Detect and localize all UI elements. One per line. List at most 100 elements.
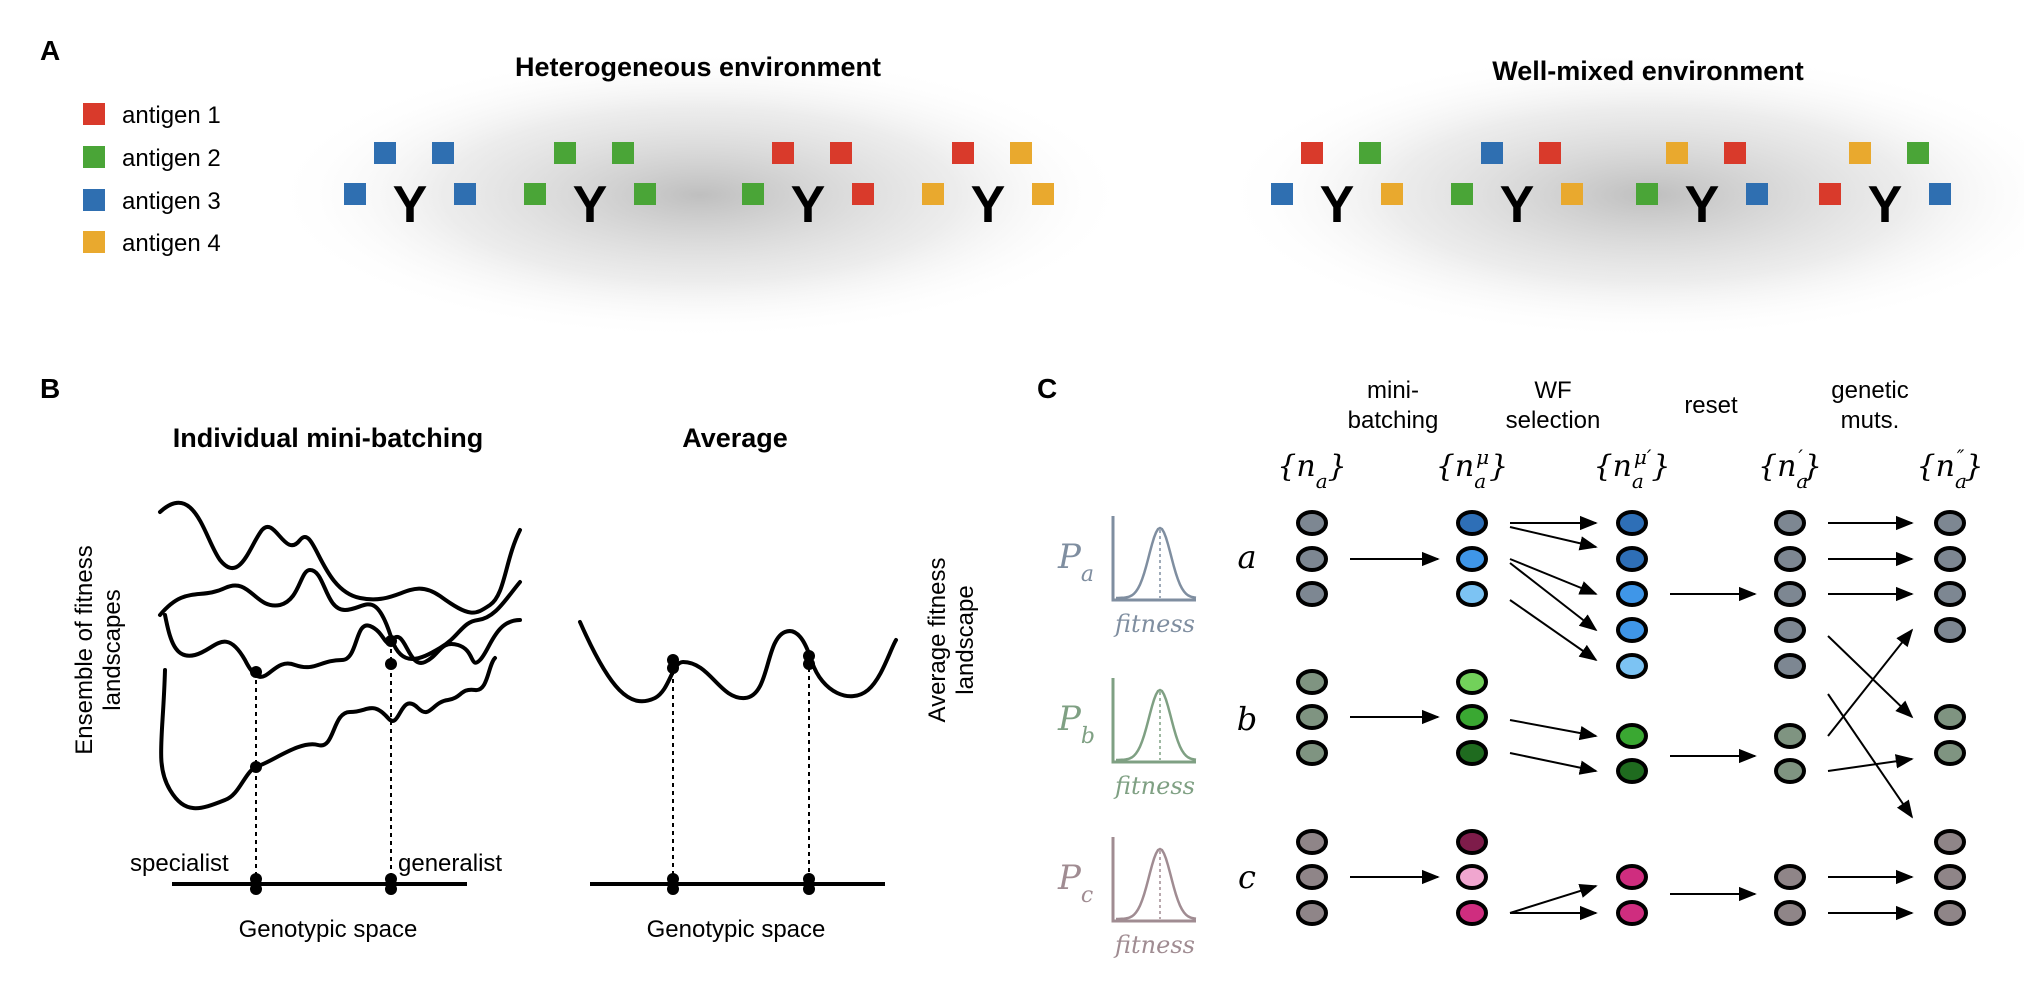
landscape-point xyxy=(385,635,397,647)
antigen-square xyxy=(1907,142,1929,164)
population-node xyxy=(1296,900,1328,926)
antigen-square xyxy=(344,183,366,205)
heterogeneous-group-1: Y xyxy=(344,142,476,234)
right-xlabel: Genotypic space xyxy=(647,916,826,943)
left-guides xyxy=(255,641,392,883)
step-minibatching-line1: mini- xyxy=(1367,377,1419,404)
landscape-curve-1 xyxy=(158,501,522,615)
antigen-square xyxy=(1359,142,1381,164)
population-node xyxy=(1774,510,1806,536)
population-node xyxy=(1296,669,1328,695)
ylabel-line1: Average fitness xyxy=(924,558,951,723)
population-node xyxy=(1456,900,1488,926)
population-node xyxy=(1296,546,1328,572)
landscape-point xyxy=(250,666,262,678)
ylabel-line1: Ensemble of fitness xyxy=(71,545,98,754)
generalist-label: generalist xyxy=(398,850,502,877)
legend-item-antigen-2: antigen 2 xyxy=(83,145,221,172)
population-node xyxy=(1296,864,1328,890)
antigen-square xyxy=(454,183,476,205)
distribution-label: Pc xyxy=(1057,858,1093,908)
antigen-square xyxy=(952,142,974,164)
landscape-curve-3 xyxy=(163,613,522,679)
heterogeneous-group-4: Y xyxy=(922,142,1054,234)
population-node xyxy=(1296,704,1328,730)
population-node xyxy=(1934,546,1966,572)
fitness-label: fitness xyxy=(1113,772,1195,800)
wellmixed-background xyxy=(1220,50,2024,340)
legend-swatch xyxy=(83,103,105,125)
specialist-label: specialist xyxy=(130,850,229,877)
right-points xyxy=(667,650,815,895)
heterogeneous-title: Heterogeneous environment xyxy=(515,52,881,82)
population-node xyxy=(1456,740,1488,766)
antigen-square xyxy=(1301,142,1323,164)
row-label-b: b xyxy=(1237,700,1257,738)
left-points xyxy=(250,635,397,895)
population-node xyxy=(1616,900,1648,926)
landscape-point xyxy=(250,761,262,773)
ylabel-line2: landscape xyxy=(952,585,979,694)
fitness-landscapes-ensemble xyxy=(158,501,522,811)
antigen-square xyxy=(1010,142,1032,164)
distribution-b: Pb fitness xyxy=(1057,678,1197,800)
population-node xyxy=(1774,723,1806,749)
antibody-icon: Y xyxy=(1685,176,1720,234)
fitness-label: fitness xyxy=(1113,610,1195,638)
population-node xyxy=(1456,829,1488,855)
flow-arrow xyxy=(1509,883,1598,914)
panel-a-letter: A xyxy=(40,35,60,66)
antigen-square xyxy=(1819,183,1841,205)
population-node xyxy=(1934,900,1966,926)
population-node xyxy=(1616,653,1648,679)
average-landscape-curve xyxy=(578,620,898,704)
antibody-icon: Y xyxy=(573,176,608,234)
antibody-icon: Y xyxy=(1868,176,1903,234)
step-wf-line2: selection xyxy=(1506,407,1601,434)
antibody-icon: Y xyxy=(393,176,428,234)
antigen-square xyxy=(554,142,576,164)
wellmixed-title: Well-mixed environment xyxy=(1492,56,1804,86)
antigen-square xyxy=(374,142,396,164)
antibody-icon: Y xyxy=(1320,176,1355,234)
antigen-square xyxy=(1929,183,1951,205)
antibody-icon: Y xyxy=(971,176,1006,234)
antigen-square xyxy=(830,142,852,164)
population-node xyxy=(1934,704,1966,730)
antigen-square xyxy=(1381,183,1403,205)
wellmixed-group-3: Y xyxy=(1636,142,1768,234)
population-node xyxy=(1616,581,1648,607)
wellmixed-group-4: Y xyxy=(1819,142,1951,234)
distribution-label: Pb xyxy=(1057,699,1095,749)
legend-item-antigen-1: antigen 1 xyxy=(83,102,221,129)
population-node xyxy=(1456,669,1488,695)
legend-label: antigen 2 xyxy=(122,145,221,172)
right-guides xyxy=(672,660,810,883)
flow-arrows xyxy=(1350,515,1914,921)
population-node xyxy=(1616,546,1648,572)
population-node xyxy=(1774,581,1806,607)
step-mutations-line2: muts. xyxy=(1841,407,1900,434)
flow-arrow xyxy=(1827,628,1914,737)
antigen-square xyxy=(1271,183,1293,205)
heterogeneous-background xyxy=(270,50,1130,340)
antigen-square xyxy=(1481,142,1503,164)
antigen-square xyxy=(1724,142,1746,164)
antigen-square xyxy=(1451,183,1473,205)
step-minibatching-line2: batching xyxy=(1348,407,1439,434)
distribution-curve xyxy=(1116,847,1197,921)
population-node xyxy=(1934,864,1966,890)
population-node xyxy=(1934,829,1966,855)
flow-arrow xyxy=(1827,635,1914,719)
set-label-4: {na′} xyxy=(1758,445,1822,493)
step-wf-line1: WF xyxy=(1534,377,1571,404)
legend-label: antigen 1 xyxy=(122,102,221,129)
set-labels: {na}{naμ}{naμ′}{na′}{na″} xyxy=(1277,445,1983,493)
antigen-square xyxy=(1539,142,1561,164)
antigen-square xyxy=(1666,142,1688,164)
legend: antigen 1 antigen 2 antigen 3 antigen 4 xyxy=(83,102,221,257)
antigen-square xyxy=(634,183,656,205)
